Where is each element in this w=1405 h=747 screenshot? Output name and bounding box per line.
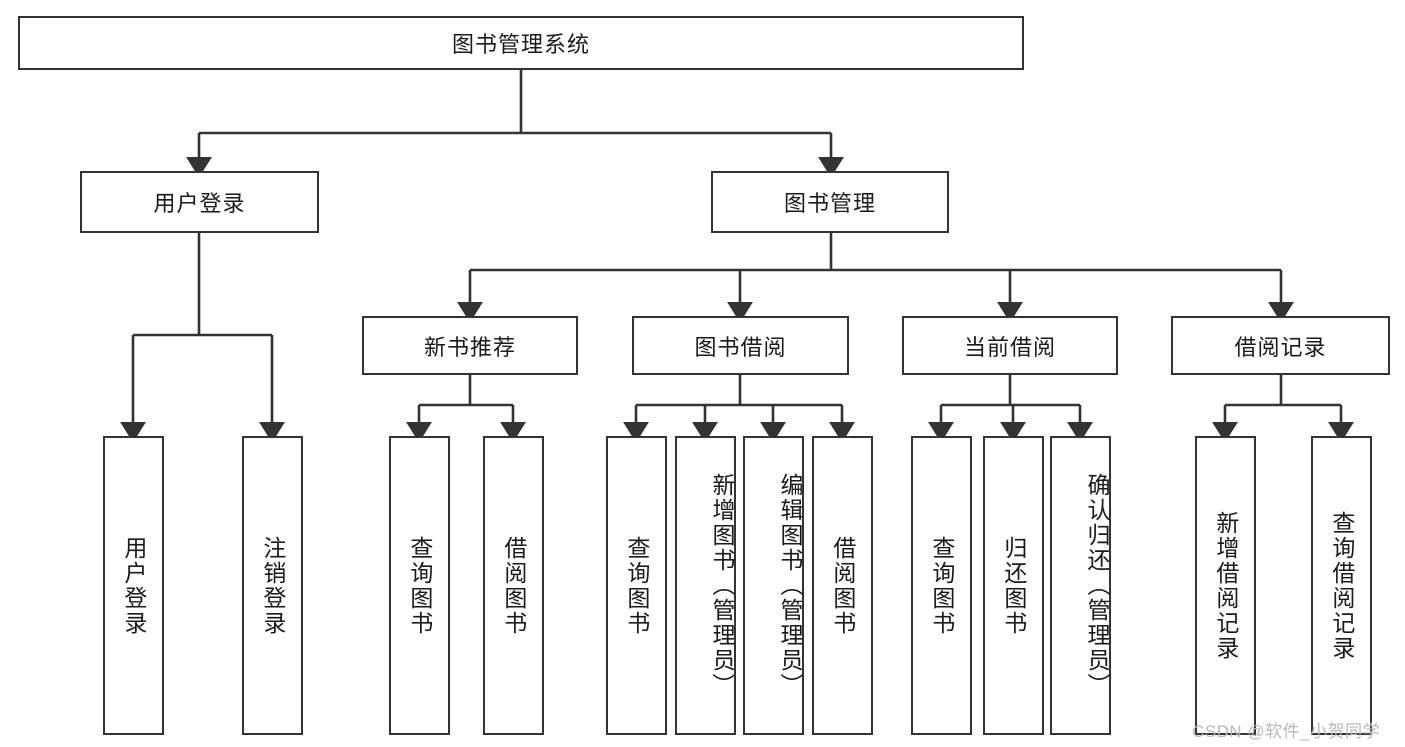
node-leaf-query-book-3[interactable]: 查询图书 [911, 436, 972, 735]
node-current-borrow[interactable]: 当前借阅 [902, 316, 1118, 375]
node-new-book-recommend[interactable]: 新书推荐 [362, 316, 578, 375]
node-leaf-confirm-return[interactable]: 确认归还（管理员） [1050, 436, 1111, 735]
node-leaf-add-record[interactable]: 新增借阅记录 [1195, 436, 1256, 735]
node-borrow-record[interactable]: 借阅记录 [1171, 316, 1390, 375]
node-user-login[interactable]: 用户登录 [80, 171, 319, 233]
node-leaf-borrow-book-2[interactable]: 借阅图书 [812, 436, 873, 735]
node-leaf-add-book[interactable]: 新增图书（管理员） [675, 436, 736, 735]
node-book-borrow[interactable]: 图书借阅 [632, 316, 849, 375]
node-leaf-query-book-2[interactable]: 查询图书 [606, 436, 667, 735]
node-book-management[interactable]: 图书管理 [711, 171, 949, 233]
node-leaf-query-book-1[interactable]: 查询图书 [389, 436, 450, 735]
node-leaf-return-book[interactable]: 归还图书 [983, 436, 1044, 735]
node-leaf-user-login[interactable]: 用户登录 [103, 436, 164, 735]
node-leaf-query-record[interactable]: 查询借阅记录 [1311, 436, 1372, 735]
node-leaf-edit-book[interactable]: 编辑图书（管理员） [743, 436, 804, 735]
node-leaf-borrow-book-1[interactable]: 借阅图书 [483, 436, 544, 735]
node-title[interactable]: 图书管理系统 [18, 16, 1024, 70]
node-leaf-logout[interactable]: 注销登录 [242, 436, 303, 735]
